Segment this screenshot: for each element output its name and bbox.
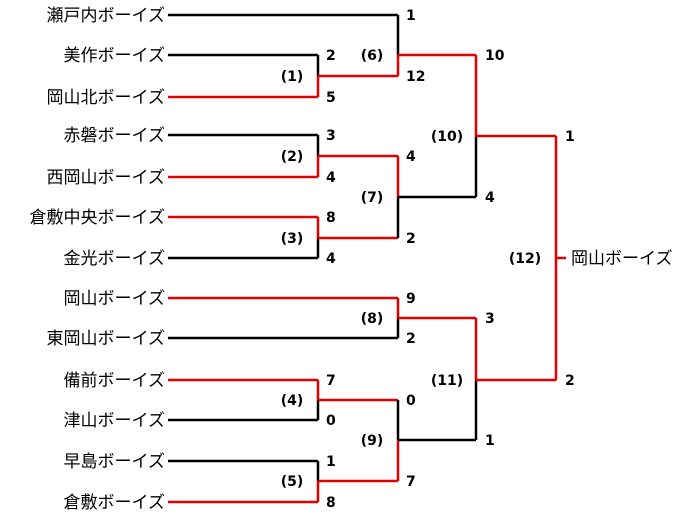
score: 3 [326, 128, 336, 144]
score: 2 [406, 331, 416, 347]
bracket-lines [168, 13, 566, 504]
score: 2 [326, 48, 336, 64]
team-name: 赤磐ボーイズ [64, 126, 166, 146]
champion-name: 岡山ボーイズ [571, 249, 673, 269]
team-name: 倉敷中央ボーイズ [30, 208, 166, 228]
score: 10 [485, 48, 505, 64]
match-label-10: (10) [431, 129, 463, 145]
team-name: 美作ボーイズ [64, 46, 166, 66]
team-name: 倉敷ボーイズ [64, 493, 166, 513]
match-label-5: (5) [281, 474, 304, 490]
match-label-4: (4) [281, 393, 304, 409]
team-names: 瀬戸内ボーイズ 美作ボーイズ 岡山北ボーイズ 赤磐ボーイズ 西岡山ボーイズ 倉敷… [30, 6, 166, 513]
scores: 2 5 3 4 8 4 7 0 1 8 1 12 4 2 9 2 0 7 10 … [326, 8, 575, 511]
match-label-3: (3) [281, 231, 304, 247]
score: 0 [406, 393, 416, 409]
match-label-1: (1) [281, 69, 304, 85]
team-name: 早島ボーイズ [64, 452, 166, 472]
score: 4 [326, 251, 336, 267]
score: 8 [326, 210, 336, 226]
score: 12 [406, 69, 425, 85]
score: 4 [485, 190, 495, 206]
score: 1 [406, 8, 416, 24]
match-label-6: (6) [361, 48, 384, 64]
match-label-7: (7) [361, 190, 384, 206]
score: 1 [326, 454, 336, 470]
score: 2 [406, 231, 416, 247]
score: 2 [565, 373, 575, 389]
score: 3 [485, 311, 495, 327]
team-name: 東岡山ボーイズ [47, 329, 166, 349]
score: 1 [485, 433, 495, 449]
score: 1 [565, 129, 575, 145]
match-label-8: (8) [361, 311, 384, 327]
score: 7 [406, 474, 416, 490]
match-labels: (1) (2) (3) (4) (5) (6) (7) (8) (9) (10)… [281, 48, 541, 490]
score: 4 [326, 170, 336, 186]
team-name: 金光ボーイズ [64, 249, 166, 269]
team-name: 津山ボーイズ [64, 411, 166, 431]
match-label-12: (12) [509, 251, 541, 267]
team-name: 岡山北ボーイズ [47, 88, 166, 108]
team-name: 西岡山ボーイズ [47, 168, 166, 188]
score: 8 [326, 495, 336, 511]
score: 9 [406, 291, 416, 307]
score: 4 [406, 149, 416, 165]
match-label-9: (9) [361, 433, 384, 449]
score: 5 [326, 90, 336, 106]
team-name: 瀬戸内ボーイズ [47, 6, 166, 26]
score: 0 [326, 413, 336, 429]
score: 7 [326, 373, 336, 389]
team-name: 岡山ボーイズ [64, 289, 166, 309]
team-name: 備前ボーイズ [64, 371, 166, 391]
match-label-2: (2) [281, 149, 304, 165]
match-label-11: (11) [431, 373, 463, 389]
